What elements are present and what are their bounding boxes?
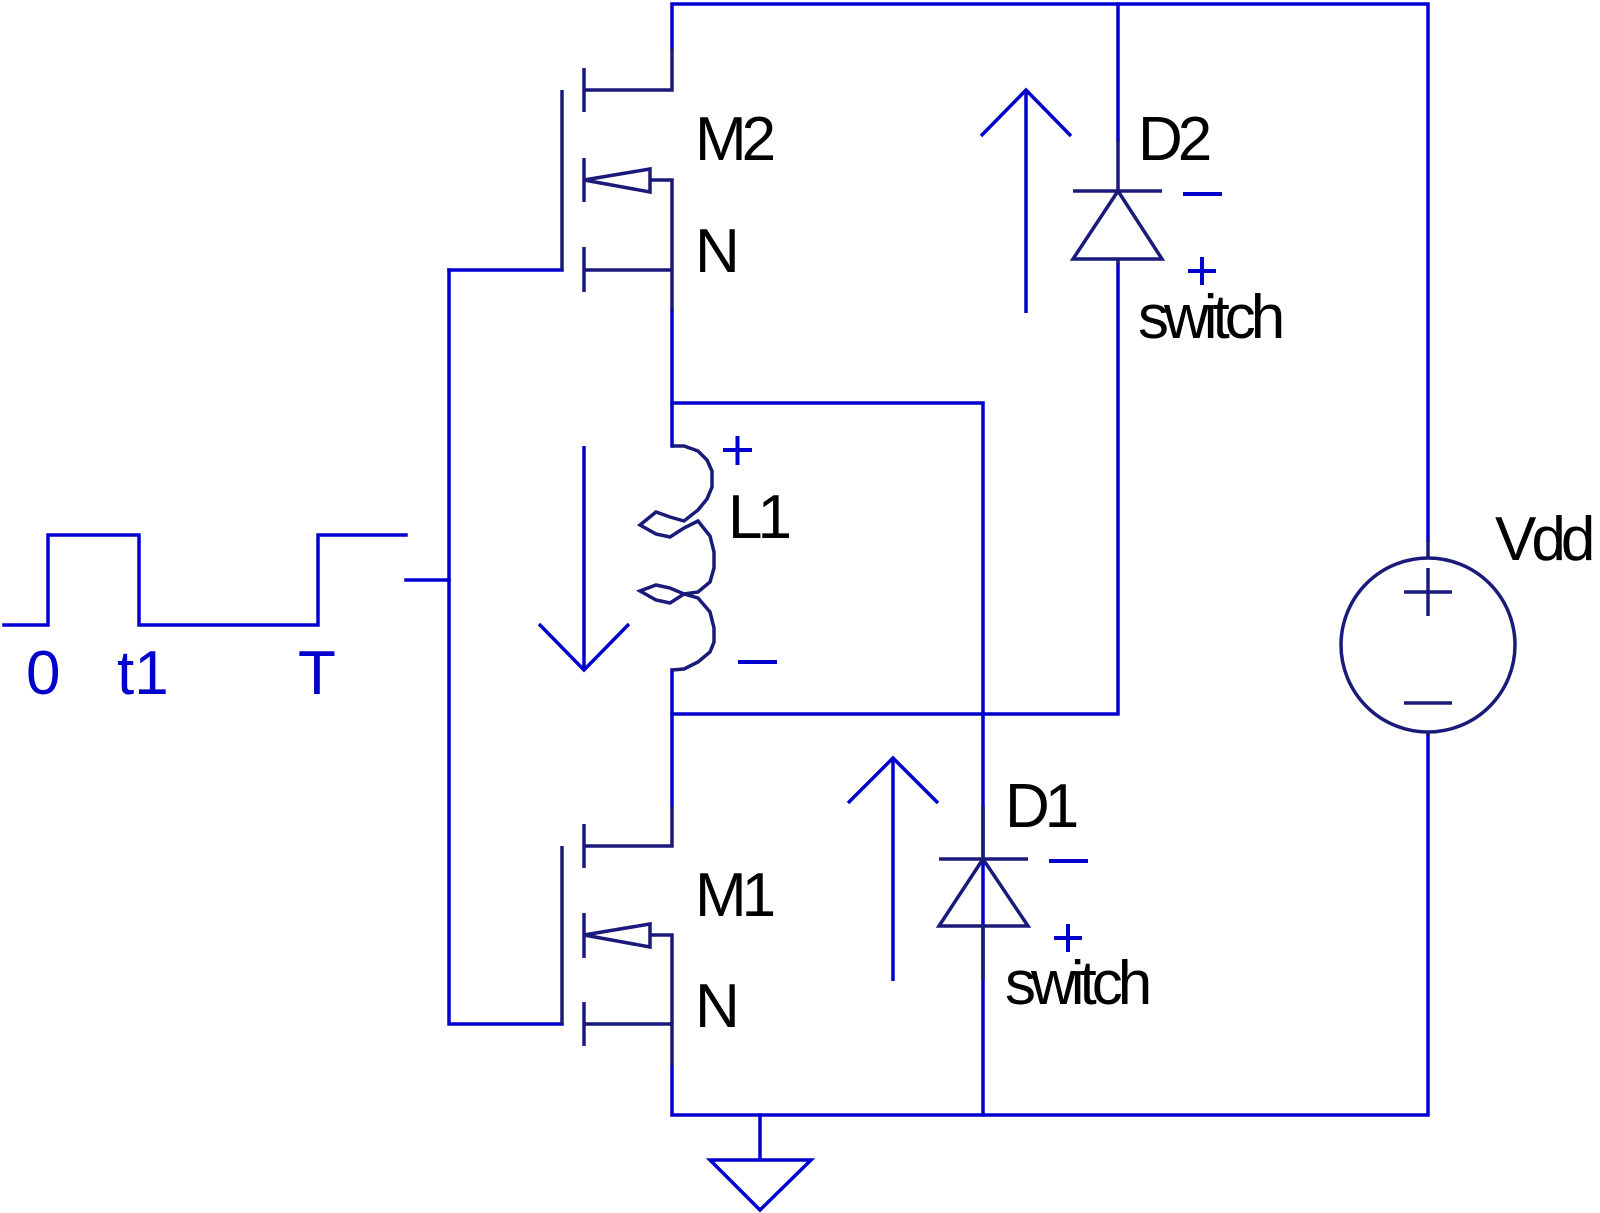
l1-name-label: L1 — [728, 483, 789, 552]
arrow-down-left — [537, 446, 631, 673]
wire-l1-top-loop — [670, 401, 985, 1117]
wires — [404, 2, 1430, 1162]
m2-name-label: M2 — [695, 105, 774, 174]
d2-triangle — [1069, 187, 1166, 261]
wire-gate-bus — [447, 268, 564, 1026]
ground-symbol — [705, 1158, 816, 1213]
d1-model-label: switch — [1005, 949, 1149, 1018]
vdd-plus-sign — [1404, 568, 1452, 616]
diode-d1: D1 switch — [935, 772, 1154, 1018]
vdd-name-label: Vdd — [1495, 505, 1592, 574]
d2-name-label: D2 — [1138, 105, 1210, 174]
pulse-label-T: T — [298, 639, 336, 708]
m1-body-arrow — [583, 921, 674, 1024]
mosfet-m2: M2 N — [560, 48, 779, 310]
current-arrows — [537, 87, 1073, 981]
m1-source-lead — [584, 1022, 674, 1066]
wire-m1-to-ground — [670, 733, 1430, 1117]
voltage-source-vdd: Vdd — [1339, 505, 1597, 735]
arrow-up-lower — [846, 755, 940, 981]
arrow-up-right — [979, 87, 1073, 313]
l1-plus-sign — [723, 436, 752, 465]
pulse-label-t1: t1 — [117, 639, 169, 708]
mosfet-m1: M1 N — [560, 806, 779, 1066]
d1-name-label: D1 — [1005, 772, 1077, 841]
d2-model-label: switch — [1138, 283, 1282, 352]
wire-top-rail — [670, 2, 1430, 542]
m2-source-lead — [584, 268, 674, 310]
m1-name-label: M1 — [695, 861, 774, 930]
m2-body-arrow — [583, 166, 674, 270]
pulse-waveform — [2, 533, 408, 627]
m2-type-label: N — [695, 217, 735, 286]
d1-plus-sign — [1054, 924, 1082, 952]
d2-plus-sign — [1188, 257, 1216, 285]
m1-type-label: N — [695, 972, 735, 1041]
pulse-source: 0 t1 T — [2, 533, 408, 708]
l1-coil — [635, 444, 716, 672]
wire-d2-to-mid — [670, 263, 1120, 716]
pulse-label-0: 0 — [26, 639, 60, 708]
inductor-l1: L1 — [635, 436, 794, 672]
diode-d2: D2 switch — [1069, 105, 1287, 352]
m1-drain-lead — [584, 806, 674, 848]
m2-drain-lead — [584, 48, 674, 92]
